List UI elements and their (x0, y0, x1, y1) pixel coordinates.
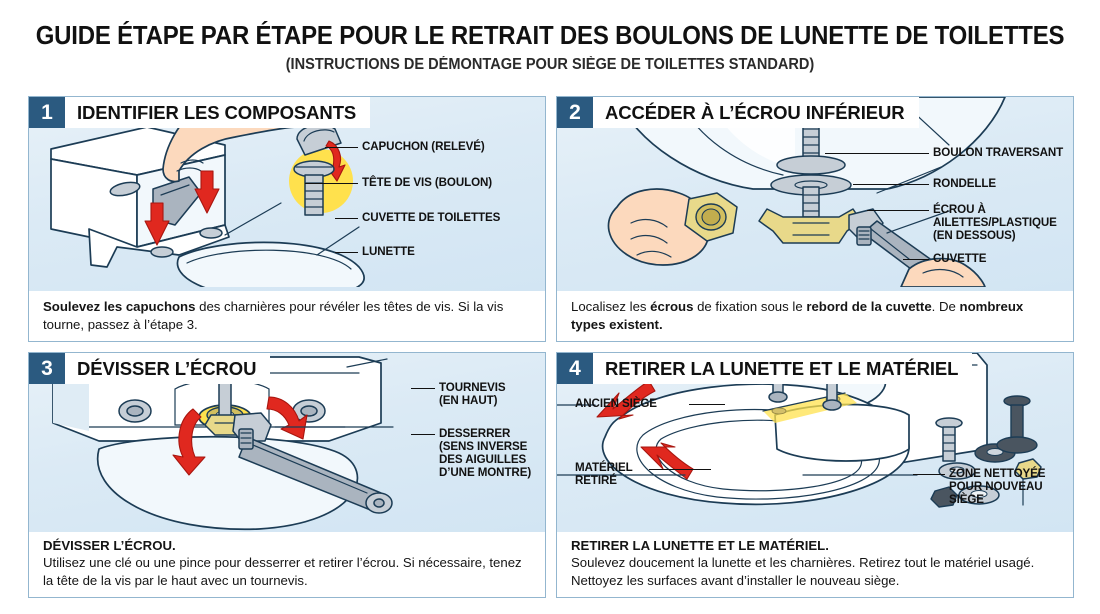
leader-materiel-retire (649, 469, 711, 471)
panel-4-caption-rest: Soulevez doucement la lunette et les cha… (571, 555, 1035, 588)
panel-3-title: DÉVISSER L’ÉCROU (65, 353, 271, 384)
panel-step-4: ANCIEN SIÈGE MATÉRIEL RETIRÉ ZONE NETTOY… (556, 352, 1074, 598)
leader-tournevis (411, 388, 435, 390)
panel-3-caption: DÉVISSER L’ÉCROU. Utilisez une clé ou un… (29, 531, 545, 597)
panel-4-caption-bold: RETIRER LA LUNETTE ET LE MATÉRIEL. (571, 537, 829, 553)
panel-2-titlebar: 2 ACCÉDER À L’ÉCROU INFÉRIEUR (557, 97, 919, 128)
label-capuchon: CAPUCHON (RELEVÉ) (362, 140, 485, 153)
panel-1-caption-bold: Soulevez les capuchons (43, 299, 196, 315)
panel-2-caption-p1: Localisez les (571, 299, 651, 315)
panel-step-1: CAPUCHON (RELEVÉ) TÊTE DE VIS (BOULON) C… (28, 96, 546, 342)
leader-cuvette (335, 218, 358, 220)
panel-2-caption-b3: nombreux types existent. (571, 299, 1024, 332)
label-desserrer: DESSERRER (SENS INVERSE DES AIGUILLES D’… (439, 427, 532, 480)
label-ecrou-ailettes: ÉCROU À AILETTES/PLASTIQUE (EN DESSOUS) (933, 203, 1057, 243)
panel-2-caption-b1: écrous (650, 299, 694, 315)
panel-4-title: RETIRER LA LUNETTE ET LE MATÉRIEL (593, 353, 973, 384)
label-zone-nettoyee: ZONE NETTOYÉE POUR NOUVEAU SIÈGE (949, 467, 1046, 507)
panel-2-title: ACCÉDER À L’ÉCROU INFÉRIEUR (593, 97, 919, 128)
page-title: GUIDE ÉTAPE PAR ÉTAPE POUR LE RETRAIT DE… (35, 22, 1065, 50)
panel-1-badge: 1 (29, 97, 65, 128)
panel-1-caption: Soulevez les capuchons des charnières po… (29, 291, 545, 341)
leader-cuvette-2 (903, 259, 929, 261)
leader-desserrer (411, 434, 435, 436)
leader-ecrou-ailettes (867, 210, 929, 212)
panel-2-caption-p3: . De (931, 299, 960, 315)
leader-ancien-siege (689, 404, 725, 406)
toilet-cap-illustration (50, 106, 365, 287)
panel-2-caption: Localisez les écrous de fixation sous le… (557, 291, 1073, 341)
leader-zone-nettoyee (913, 474, 945, 476)
label-materiel-retire: MATÉRIEL RETIRÉ (575, 461, 633, 488)
page-subtitle: (INSTRUCTIONS DE DÉMONTAGE POUR SIÈGE DE… (285, 56, 815, 73)
panel-4-caption: RETIRER LA LUNETTE ET LE MATÉRIEL. Soule… (557, 531, 1073, 597)
panel-step-2: BOULON TRAVERSANT RONDELLE ÉCROU À AILET… (556, 96, 1074, 342)
panel-4-badge: 4 (557, 353, 593, 384)
panel-1-titlebar: 1 IDENTIFIER LES COMPOSANTS (29, 97, 371, 128)
panel-1-caption-rest: des charnières pour révéler les têtes de… (43, 299, 504, 332)
leader-lunette (335, 252, 358, 254)
panel-3-caption-rest: Utilisez une clé ou une pince pour desse… (43, 555, 522, 588)
panel-2-caption-b2: rebord de la cuvette (806, 299, 932, 315)
label-lunette: LUNETTE (362, 245, 415, 258)
panel-1-title: IDENTIFIER LES COMPOSANTS (65, 97, 371, 128)
panel-2-badge: 2 (557, 97, 593, 128)
leader-tete-de-vis (305, 183, 358, 185)
panel-1-illustration: CAPUCHON (RELEVÉ) TÊTE DE VIS (BOULON) C… (29, 97, 545, 292)
panel-step-3: TOURNEVIS (EN HAUT) DESSERRER (SENS INVE… (28, 352, 546, 598)
label-tete-de-vis: TÊTE DE VIS (BOULON) (362, 176, 493, 189)
label-cuvette-2: CUVETTE (933, 252, 987, 265)
label-tournevis: TOURNEVIS (EN HAUT) (439, 381, 506, 408)
label-ancien-siege: ANCIEN SIÈGE (575, 397, 657, 410)
label-cuvette: CUVETTE DE TOILETTES (362, 211, 501, 224)
panel-2-caption-p2: de fixation sous le (693, 299, 807, 315)
leader-boulon-traversant (825, 153, 929, 155)
panel-grid: CAPUCHON (RELEVÉ) TÊTE DE VIS (BOULON) C… (28, 96, 1074, 601)
leader-capuchon (325, 147, 358, 149)
panel-3-badge: 3 (29, 353, 65, 384)
panel-4-titlebar: 4 RETIRER LA LUNETTE ET LE MATÉRIEL (557, 353, 973, 384)
label-boulon-traversant: BOULON TRAVERSANT (933, 146, 1064, 159)
label-rondelle: RONDELLE (933, 177, 996, 190)
panel-3-titlebar: 3 DÉVISSER L’ÉCROU (29, 353, 271, 384)
panel-3-caption-bold: DÉVISSER L’ÉCROU. (43, 537, 176, 553)
header: GUIDE ÉTAPE PAR ÉTAPE POUR LE RETRAIT DE… (0, 0, 1100, 74)
leader-rondelle (853, 184, 929, 186)
panel-3-illustration: TOURNEVIS (EN HAUT) DESSERRER (SENS INVE… (29, 353, 545, 532)
